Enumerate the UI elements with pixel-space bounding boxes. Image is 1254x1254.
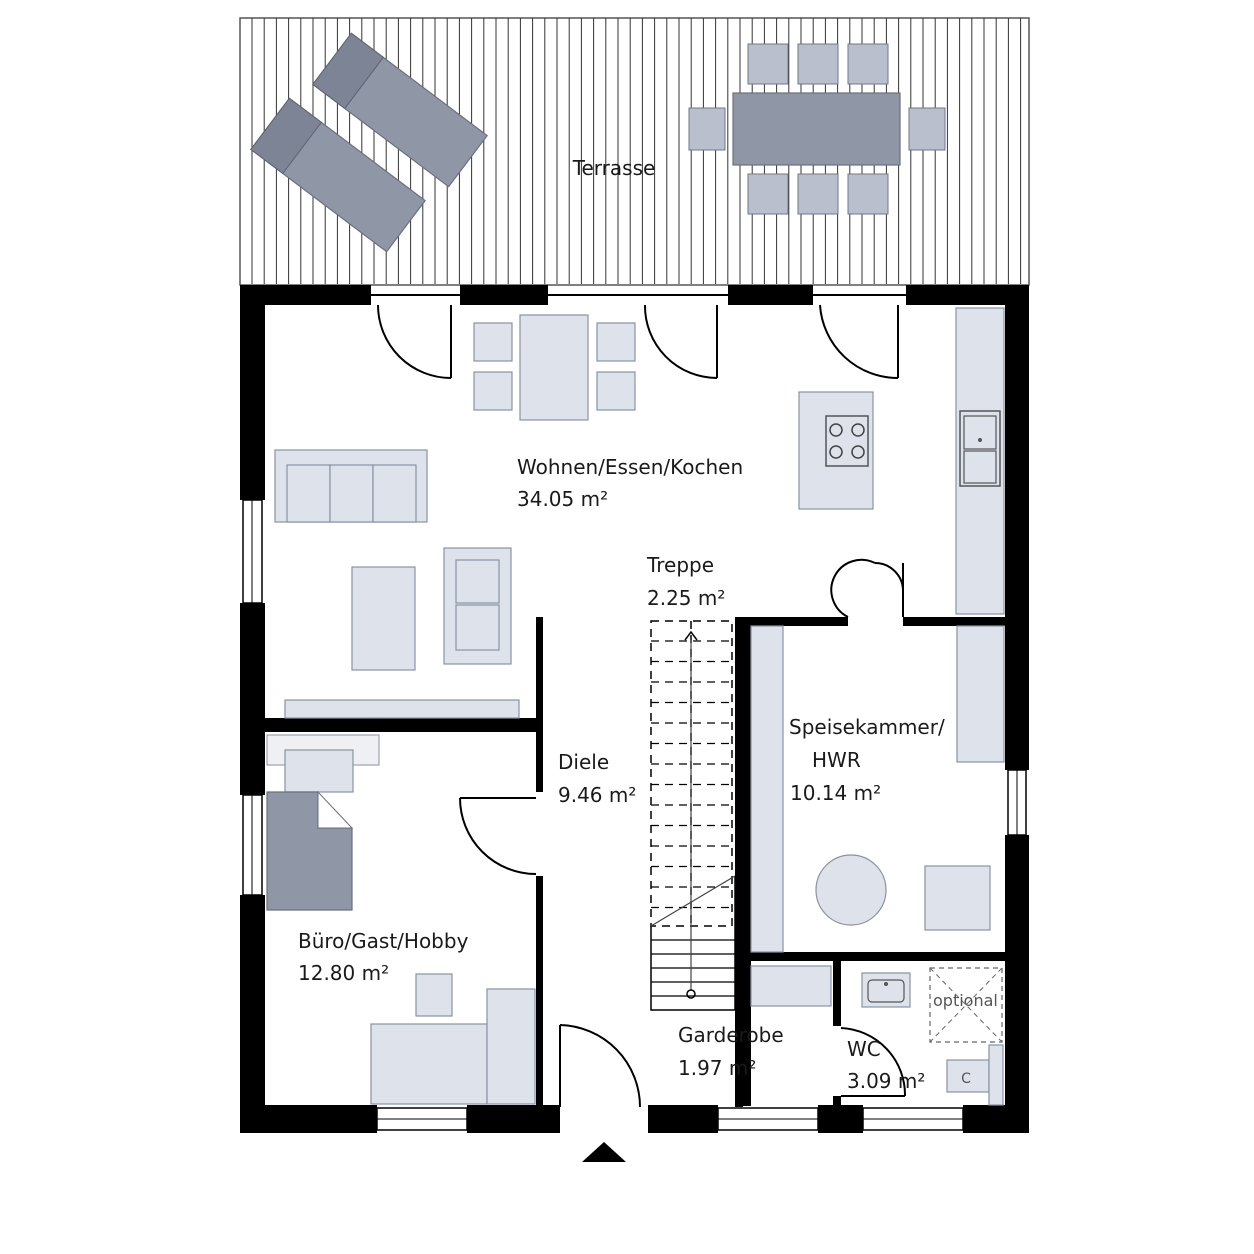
sofa bbox=[274, 449, 428, 523]
dryer bbox=[924, 865, 991, 931]
room-label-stairs: Treppe bbox=[646, 553, 714, 577]
sun-lounger bbox=[312, 32, 488, 188]
bed bbox=[266, 734, 380, 911]
sun-lounger bbox=[250, 97, 426, 253]
room-area-office: 12.80 m² bbox=[298, 961, 389, 985]
shower-note: optional bbox=[933, 991, 998, 1010]
entrance-arrow-icon bbox=[582, 1142, 626, 1162]
svg-text:C: C bbox=[961, 1071, 971, 1087]
wc-sink bbox=[861, 972, 911, 1008]
wardrobe-bench bbox=[750, 965, 832, 1007]
dining-table bbox=[473, 314, 636, 421]
room-label-pantry: Speisekammer/ bbox=[789, 715, 945, 739]
room-label-living: Wohnen/Essen/Kochen bbox=[517, 455, 743, 479]
room-area-stairs: 2.25 m² bbox=[647, 586, 725, 610]
room-label-office: Büro/Gast/Hobby bbox=[298, 929, 469, 953]
kitchen-counter bbox=[955, 307, 1005, 615]
toilet: C bbox=[946, 1044, 1004, 1106]
windows bbox=[242, 294, 1027, 1131]
desk bbox=[370, 1023, 488, 1105]
doors bbox=[377, 304, 907, 1108]
exterior-walls bbox=[240, 285, 1029, 1133]
office-chair bbox=[415, 973, 453, 1017]
staircase bbox=[650, 620, 736, 1011]
room-label-terrace: Terrasse bbox=[572, 156, 656, 180]
room-area-living: 34.05 m² bbox=[517, 487, 608, 511]
utility-cabinet bbox=[956, 625, 1005, 763]
pantry-shelf bbox=[750, 625, 784, 953]
coffee-table bbox=[351, 566, 416, 671]
interior-walls bbox=[265, 617, 1005, 1107]
room-label-pantry-line2: HWR bbox=[812, 748, 861, 772]
sideboard bbox=[284, 699, 520, 719]
room-label-hall: Diele bbox=[558, 750, 609, 774]
stair-treads bbox=[651, 640, 735, 997]
office-cabinet bbox=[486, 988, 536, 1105]
room-label-wardrobe: Garderobe bbox=[678, 1023, 784, 1047]
terrace: Terrasse bbox=[239, 17, 1030, 286]
room-area-wc: 3.09 m² bbox=[847, 1069, 925, 1093]
outdoor-dining-table bbox=[688, 43, 946, 215]
armchair bbox=[443, 547, 512, 665]
room-area-pantry: 10.14 m² bbox=[790, 781, 881, 805]
washing-machine bbox=[815, 854, 887, 926]
optional-shower bbox=[929, 967, 1003, 1043]
kitchen-island bbox=[798, 391, 874, 510]
room-area-hall: 9.46 m² bbox=[558, 783, 636, 807]
room-area-wardrobe: 1.97 m² bbox=[678, 1056, 756, 1080]
room-label-wc: WC bbox=[847, 1037, 881, 1061]
